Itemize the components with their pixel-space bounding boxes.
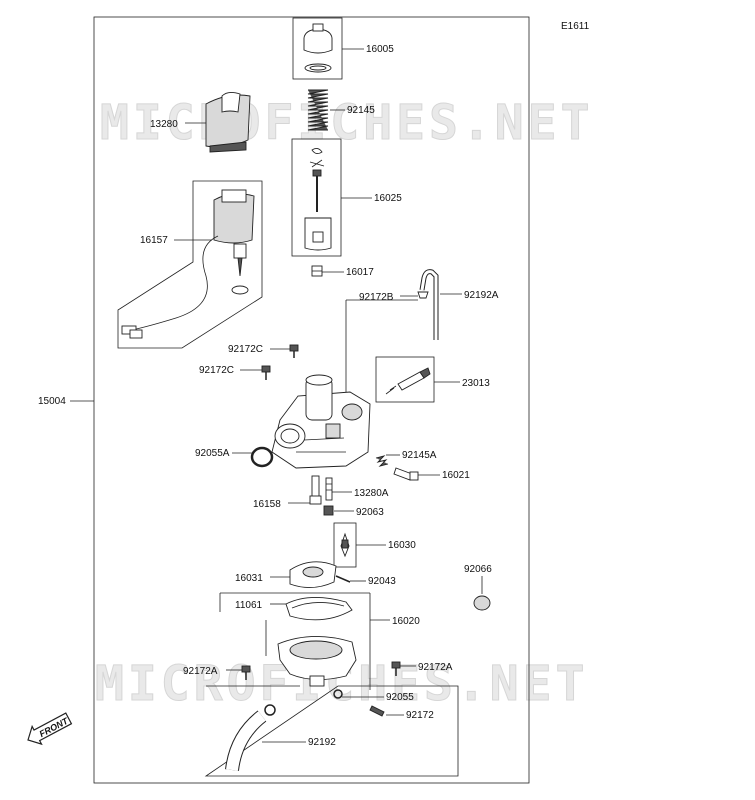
label-15004: 15004 [38,396,66,407]
label-92066: 92066 [464,564,492,575]
part-92055A-o-ring [250,446,274,468]
label-92172A-1: 92172A [183,666,218,677]
part-92172C-screw-2 [261,365,271,380]
label-13280: 13280 [150,119,178,130]
label-92172: 92172 [406,710,434,721]
label-16025: 16025 [374,193,402,204]
part-92145A-spring [375,455,389,467]
assembly-border [93,16,530,784]
label-92192: 92192 [308,737,336,748]
part-92192A-hose [419,269,439,340]
part-92172A-screw-1 [241,665,251,680]
front-arrow-icon: FRONT [27,712,73,746]
label-16158: 16158 [253,499,281,510]
part-92172C-screw-1 [289,344,299,358]
label-92055: 92055 [386,692,414,703]
part-16030-float-valve [333,522,357,568]
label-92145A: 92145A [402,450,437,461]
part-23013-screw-set [375,356,435,403]
part-92066-plug [473,595,491,611]
label-92063: 92063 [356,507,384,518]
label-92055A: 92055A [195,448,230,459]
part-92043-pin [335,575,351,583]
part-92192-drain-hose [225,710,267,772]
label-92145: 92145 [347,105,375,116]
part-16157-auto-choke [117,180,263,349]
part-16031-float [289,561,337,588]
label-16005: 16005 [366,44,394,55]
part-carburetor-body [271,374,371,469]
label-16017: 16017 [346,267,374,278]
label-92172B: 92172B [359,292,394,303]
part-16158-jet [309,475,322,505]
label-92172C-1: 92172C [228,344,263,355]
part-92172-screw [369,705,385,717]
part-13280-cover [205,91,251,153]
part-16005-cap [292,17,343,80]
label-23013: 23013 [462,378,490,389]
part-13280A-tube [325,477,333,501]
part-16017-screw [311,265,323,277]
part-11061-gasket [285,597,353,621]
label-16157: 16157 [140,235,168,246]
label-92043: 92043 [368,576,396,587]
part-92145-spring [307,89,329,131]
watermark-top: MICROFICHES.NET [100,95,593,151]
label-92192A: 92192A [464,290,499,301]
label-16021: 16021 [442,470,470,481]
part-16025-throttle-valve [291,138,342,257]
label-16030: 16030 [388,540,416,551]
label-92172C-2: 92172C [199,365,234,376]
part-float-chamber [277,636,357,687]
label-16020: 16020 [392,616,420,627]
part-16021-screw [393,467,419,481]
label-16031: 16031 [235,573,263,584]
label-13280A: 13280A [354,488,389,499]
part-92172B-clamp [417,291,429,299]
part-92063-jet [323,505,334,516]
label-92172A-2: 92172A [418,662,453,673]
part-92055-o-ring [333,689,343,699]
label-11061: 11061 [235,600,263,611]
diagram-code: E1611 [561,21,590,32]
part-92172A-screw-2 [391,661,401,676]
